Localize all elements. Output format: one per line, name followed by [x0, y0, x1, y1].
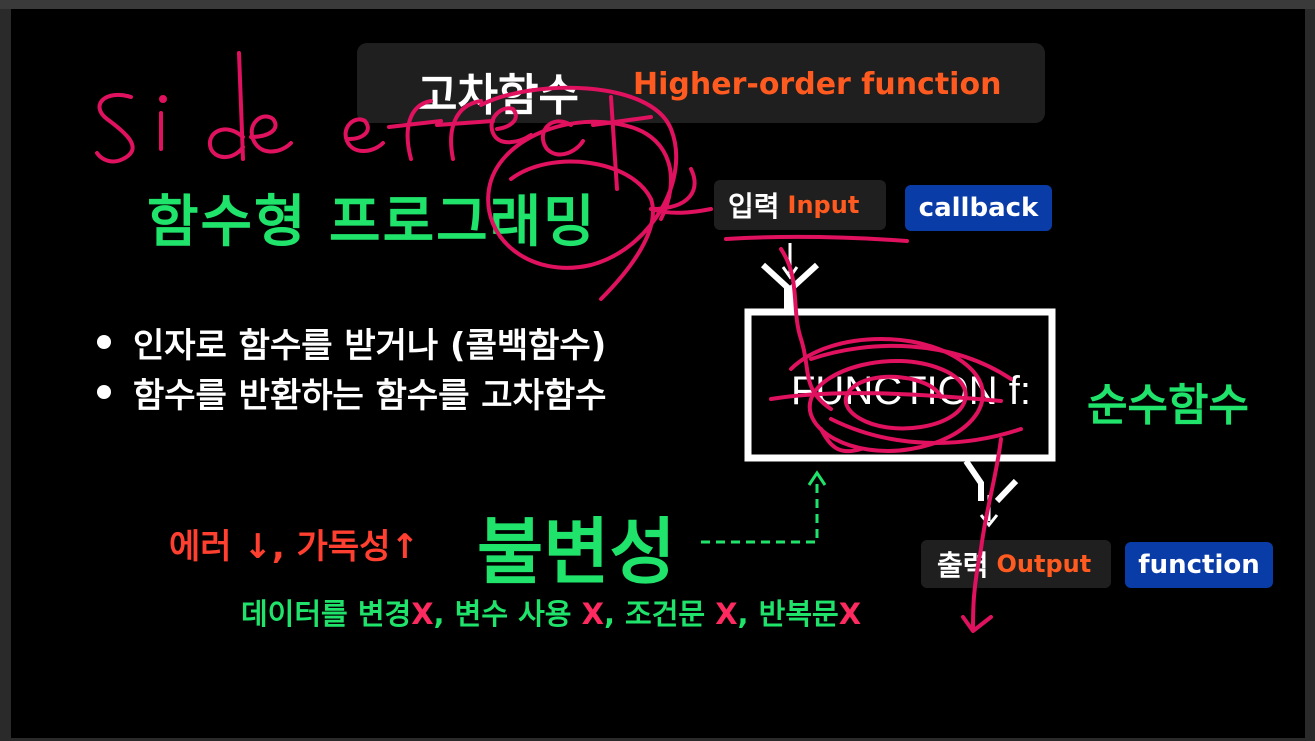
bullet-dot: [97, 335, 111, 349]
rules-line: 데이터를 변경X, 변수 사용 X, 조건문 X, 반복문X: [241, 591, 861, 633]
rule-mark: X: [838, 597, 862, 631]
input-sub-label: Input: [787, 191, 860, 219]
handwriting-annotations: [95, 51, 1023, 633]
immutability-heading: 불변성: [477, 510, 676, 594]
rule-mark: X: [715, 597, 738, 631]
output-sub-label: Output: [996, 550, 1092, 578]
rule-text: , 반복문: [737, 597, 839, 631]
callback-pill: callback: [905, 185, 1052, 231]
title-english: Higher-order function: [633, 67, 1002, 102]
title-box: [357, 43, 1045, 123]
input-pill: 입력 Input: [714, 180, 886, 230]
window-top-bar: [0, 0, 1315, 9]
rule-text: , 조건문: [603, 597, 716, 631]
immutability-connector: [701, 479, 819, 544]
handwriting-side: [95, 92, 135, 164]
bullet-dot: [97, 385, 111, 399]
input-label: 입력: [728, 190, 780, 223]
function-box: [744, 308, 1056, 462]
bullet-text: 함수를 반환하는 함수를 고차함수: [133, 375, 607, 416]
bullet-list: 인자로 함수를 받거나 (콜백함수) 함수를 반환하는 함수를 고차함수: [93, 317, 606, 417]
output-funnel: [963, 459, 1019, 504]
function-pill: function: [1125, 542, 1273, 588]
slide: 고차함수 Higher-order function 함수형 프로그래밍 인자로…: [11, 9, 1305, 738]
rule-text: 데이터를 변경: [241, 597, 412, 631]
rule-text: , 변수 사용: [433, 597, 582, 631]
pure-function-label: 순수함수: [1087, 380, 1249, 431]
bullet-text: 인자로 함수를 받거나 (콜백함수): [133, 325, 607, 366]
functional-programming-heading: 함수형 프로그래밍: [147, 190, 597, 255]
error-readability-line: 에러 ↓, 가독성↑: [169, 527, 419, 567]
bullet-item: 함수를 반환하는 함수를 고차함수: [93, 367, 606, 417]
handwriting-effect: [343, 117, 385, 153]
handwriting-scribble: [789, 337, 985, 453]
output-pill: 출력 Output: [921, 540, 1111, 588]
rule-mark: X: [581, 597, 604, 631]
bullet-item: 인자로 함수를 받거나 (콜백함수): [93, 317, 606, 367]
rule-mark: X: [411, 597, 434, 631]
